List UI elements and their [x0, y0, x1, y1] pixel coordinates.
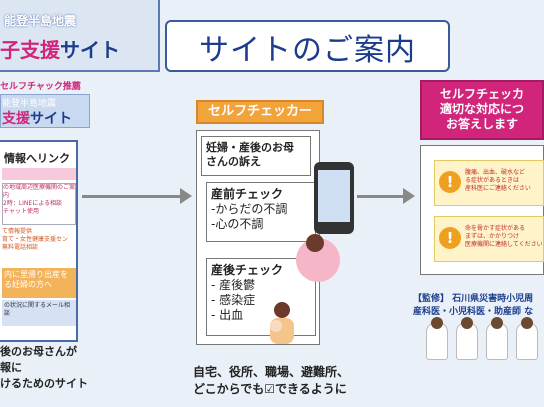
list-item[interactable]: 2時：LINEによる相談 — [3, 200, 63, 207]
banner-title-accent: 子支援 — [0, 38, 60, 62]
banner-title-rest: サイト — [60, 38, 120, 62]
left-caption: 後のお母さんが 報に けるためのサイト — [0, 344, 88, 392]
warning-line: 命を脅かす症状がある — [465, 225, 526, 232]
mail-consult-link[interactable]: の状況に関するメール相談 — [2, 300, 76, 326]
homebirth-notice-link[interactable]: 内に里帰り出産を る妊婦の方へ — [2, 268, 76, 298]
banner-title: 子支援サイト — [0, 34, 120, 63]
complaint-line: さんの訴え — [206, 155, 261, 168]
warning-line: る症状があるときは — [465, 177, 520, 184]
info-link-list[interactable]: の地域周辺医療機関のご案内 2時：LINEによる相談 チャット使用 — [2, 183, 76, 225]
caption-line: どこからでも☑できるように — [193, 382, 347, 396]
warning-text: 命を脅かす症状がある まずは、かかりつけ 医療機関に連絡してください — [465, 225, 543, 249]
postnatal-check-title: 産後チェック — [211, 263, 284, 277]
self-checker-label[interactable]: セルフチェッカー — [196, 100, 324, 124]
answer-label-line: お答えします — [445, 117, 518, 131]
postnatal-check-box[interactable]: 産後チェック - 産後鬱 - 感染症 - 出血 — [206, 258, 316, 336]
mother-baby-icon — [270, 302, 294, 344]
list-item[interactable]: 無料電話相談 — [2, 244, 39, 251]
mail-consult-text: の状況に関するメール相談 — [4, 302, 71, 317]
postnatal-check-item: - 感染症 — [211, 293, 256, 307]
warning-card-1: ! 腹痛、出血、破水など る症状があるときは 産科医にご連絡ください — [434, 160, 544, 206]
complaint-box: 妊婦・産後のお母 さんの訴え — [201, 136, 311, 176]
banner-subtitle: 能登半島地震 — [4, 14, 77, 28]
caption-line: 後のお母さんが — [0, 345, 77, 358]
doctor-icon — [426, 317, 448, 360]
page-title: サイトのご案内 — [199, 33, 416, 68]
pregnant-woman-head-icon — [306, 234, 324, 252]
complaint-line: 妊婦・産後のお母 — [206, 141, 294, 154]
warning-line: 医療機関に連絡してください — [465, 241, 543, 248]
caption-line: 報に — [0, 361, 22, 374]
arrow-left-to-middle — [82, 195, 182, 198]
thumbnail-title-rest: サイト — [30, 111, 72, 127]
exclamation-icon: ! — [439, 227, 461, 249]
warning-line: 産科医にご連絡ください — [465, 185, 531, 192]
prenatal-check-item: -心の不調 — [211, 217, 264, 231]
list-item[interactable]: チャット使用 — [3, 208, 39, 215]
answer-label-line: 適切な対応につ — [439, 102, 524, 116]
info-link-heading[interactable]: 情報へリンク — [4, 152, 70, 165]
supervision-line: 【監修】 石川県災害時小児周 — [413, 294, 534, 304]
support-site-thumbnail[interactable] — [0, 94, 90, 128]
warning-text: 腹痛、出血、破水など る症状があるときは 産科医にご連絡ください — [465, 169, 531, 193]
notice-line: る妊婦の方へ — [4, 280, 52, 289]
exclamation-icon: ! — [439, 171, 461, 193]
supervision-note: 【監修】 石川県災害時小児周 産科医・小児科医・助産師 な — [413, 293, 533, 319]
doctor-icon — [456, 317, 478, 360]
arrow-head-icon — [403, 188, 415, 204]
site-banner[interactable] — [0, 0, 160, 72]
doctor-icon — [486, 317, 508, 360]
self-checker-answer-label[interactable]: セルフチェッカ 適切な対応につ お答えします — [420, 80, 544, 140]
warning-line: まずは、かかりつけ — [465, 233, 520, 240]
caption-line: けるためのサイト — [0, 377, 88, 390]
warning-line: 腹痛、出血、破水など — [465, 169, 526, 176]
doctor-icon — [516, 317, 538, 360]
recommend-label: セルフチャック推薦 — [0, 82, 81, 92]
list-item[interactable]: て情報提供 — [2, 228, 33, 235]
thumbnail-title-accent: 支援 — [2, 111, 30, 127]
list-item[interactable]: の地域周辺医療機関のご案内 — [3, 184, 76, 199]
page-title-box — [165, 20, 450, 72]
smartphone-screen-icon — [318, 170, 350, 222]
postnatal-check-item: - 出血 — [211, 308, 244, 322]
notice-line: 内に里帰り出産を — [4, 270, 68, 279]
pink-banner[interactable] — [2, 168, 76, 180]
arrow-head-icon — [180, 188, 192, 204]
list-item[interactable]: 育て・女性健康支援セン — [2, 236, 69, 243]
prenatal-check-title: 産前チェック — [211, 187, 284, 201]
postnatal-check-item: - 産後鬱 — [211, 278, 256, 292]
answer-label-line: セルフチェッカ — [439, 87, 524, 101]
prenatal-check-item: -からだの不調 — [211, 202, 288, 216]
middle-caption: 自宅、役所、職場、避難所、 どこからでも☑できるように — [193, 364, 349, 398]
caption-line: 自宅、役所、職場、避難所、 — [193, 365, 350, 379]
prenatal-check-box[interactable]: 産前チェック -からだの不調 -心の不調 — [206, 182, 316, 242]
warning-card-2: ! 命を脅かす症状がある まずは、かかりつけ 医療機関に連絡してください — [434, 216, 544, 262]
thumbnail-subtitle: 能登半島地震 — [2, 99, 57, 109]
arrow-middle-to-right — [357, 195, 405, 198]
thumbnail-title: 支援サイト — [2, 108, 72, 128]
doctors-illustration — [426, 317, 544, 362]
supervision-line: 産科医・小児科医・助産師 な — [413, 307, 534, 317]
info-link-list-2[interactable]: て情報提供 育て・女性健康支援セン 無料電話相談 — [2, 228, 76, 264]
